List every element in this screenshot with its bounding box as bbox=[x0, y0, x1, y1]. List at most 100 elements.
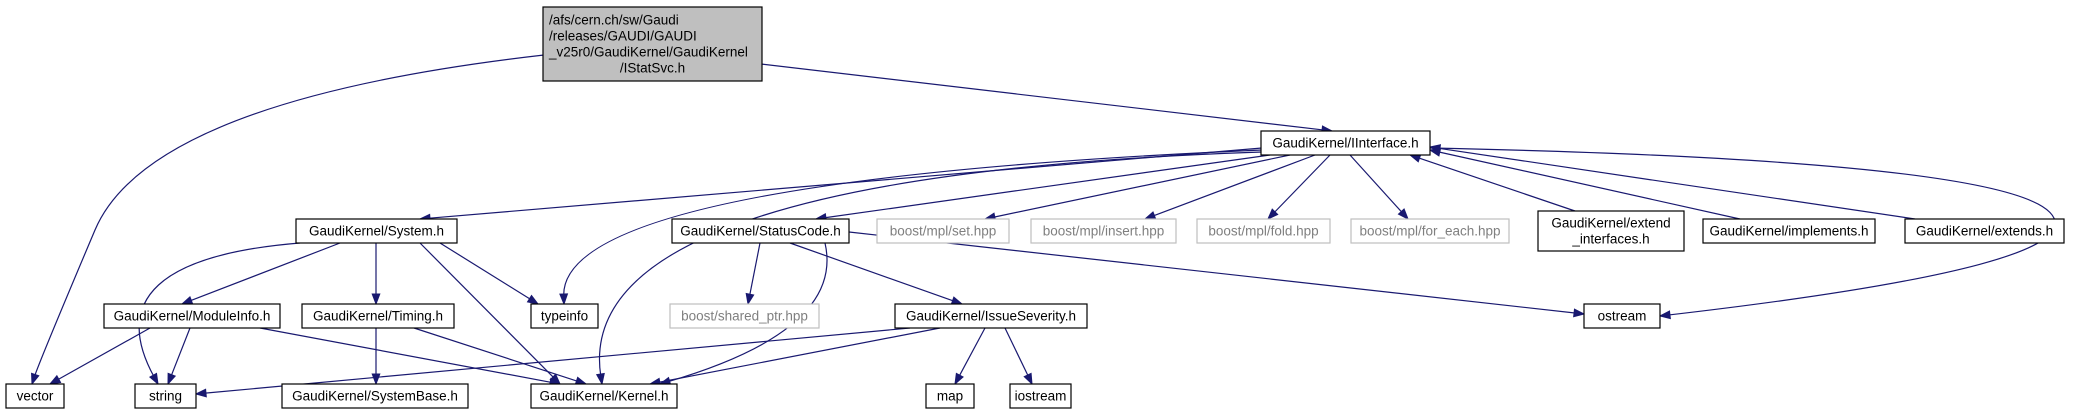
edge-system-to-typeinfo bbox=[439, 242, 540, 305]
node-extends[interactable]: GaudiKernel/extends.h bbox=[1904, 218, 2065, 244]
node-box bbox=[301, 303, 455, 329]
node-label: /releases/GAUDI/GAUDI bbox=[549, 29, 697, 44]
edge-statuscode-to-sharedptr bbox=[745, 242, 761, 306]
node-string[interactable]: string bbox=[134, 383, 197, 409]
edge-statuscode-to-ostream bbox=[848, 231, 1586, 318]
node-insert[interactable]: boost/mpl/insert.hpp bbox=[1030, 218, 1177, 244]
edge-iinterface-to-foreach bbox=[1349, 154, 1409, 221]
edge-iinterface-to-system bbox=[418, 147, 1263, 223]
edge-system-to-moduleinfo bbox=[180, 242, 341, 305]
node-foreach[interactable]: boost/mpl/for_each.hpp bbox=[1350, 218, 1510, 244]
node-vector[interactable]: vector bbox=[5, 383, 65, 409]
node-label: boost/mpl/fold.hpp bbox=[1208, 224, 1318, 239]
node-box bbox=[530, 303, 599, 329]
node-kernel[interactable]: GaudiKernel/Kernel.h bbox=[530, 383, 678, 409]
node-map[interactable]: map bbox=[925, 383, 975, 409]
edge-iinterface-to-typeinfo bbox=[559, 149, 1263, 306]
edge-issueseverity-to-iostream bbox=[1004, 327, 1033, 386]
node-box bbox=[1702, 218, 1876, 244]
edge-iinterface-to-insert bbox=[1143, 154, 1316, 220]
node-moduleinfo[interactable]: GaudiKernel/ModuleInfo.h bbox=[103, 303, 281, 329]
node-label: boost/shared_ptr.hpp bbox=[681, 309, 808, 324]
node-label: GaudiKernel/ModuleInfo.h bbox=[114, 309, 271, 324]
node-label: vector bbox=[17, 389, 54, 404]
node-statuscode[interactable]: GaudiKernel/StatusCode.h bbox=[671, 218, 850, 244]
node-box bbox=[1537, 210, 1685, 252]
node-iostream[interactable]: iostream bbox=[1009, 383, 1072, 409]
node-box bbox=[542, 6, 763, 82]
edge-root-to-iinterface bbox=[760, 63, 1334, 135]
node-box bbox=[894, 303, 1088, 329]
edge-moduleinfo-to-vector bbox=[48, 327, 151, 385]
node-box bbox=[876, 218, 1010, 244]
node-label: GaudiKernel/extends.h bbox=[1916, 224, 2053, 239]
node-box bbox=[1030, 218, 1177, 244]
edge-iinterface-to-fold bbox=[1267, 154, 1331, 221]
node-label: boost/mpl/insert.hpp bbox=[1043, 224, 1165, 239]
node-iinterface[interactable]: GaudiKernel/IInterface.h bbox=[1260, 130, 1431, 156]
node-box bbox=[1196, 218, 1331, 244]
edge-statuscode-to-issueseverity bbox=[789, 242, 964, 305]
node-box bbox=[671, 218, 850, 244]
node-label: GaudiKernel/implements.h bbox=[1709, 224, 1868, 239]
node-root[interactable]: /afs/cern.ch/sw/Gaudi/releases/GAUDI/GAU… bbox=[542, 6, 763, 82]
node-label: /IStatSvc.h bbox=[620, 61, 685, 76]
edge-moduleinfo-to-kernel bbox=[259, 327, 562, 387]
node-box bbox=[1260, 130, 1431, 156]
node-box bbox=[1904, 218, 2065, 244]
edge-iinterface-to-ostream bbox=[1429, 147, 2056, 320]
node-box bbox=[5, 383, 65, 409]
node-systembase[interactable]: GaudiKernel/SystemBase.h bbox=[281, 383, 469, 409]
node-label: typeinfo bbox=[541, 309, 588, 324]
node-box bbox=[669, 303, 820, 329]
node-ostream[interactable]: ostream bbox=[1583, 303, 1661, 329]
nodes-layer: /afs/cern.ch/sw/Gaudi/releases/GAUDI/GAU… bbox=[5, 6, 2065, 409]
node-implements[interactable]: GaudiKernel/implements.h bbox=[1702, 218, 1876, 244]
node-label: GaudiKernel/IInterface.h bbox=[1272, 136, 1418, 151]
edge-iinterface-to-kernel bbox=[595, 151, 1263, 386]
node-box bbox=[925, 383, 975, 409]
node-label: _v25r0/GaudiKernel/GaudiKernel bbox=[548, 45, 748, 60]
edge-issueseverity-to-map bbox=[954, 327, 986, 386]
node-label: boost/mpl/for_each.hpp bbox=[1359, 224, 1500, 239]
node-label: iostream bbox=[1015, 389, 1067, 404]
node-box bbox=[295, 218, 458, 244]
node-box bbox=[530, 383, 678, 409]
edge-timing-to-kernel bbox=[413, 327, 588, 386]
node-box bbox=[1583, 303, 1661, 329]
node-label: ostream bbox=[1598, 309, 1647, 324]
edge-system-to-timing bbox=[371, 243, 381, 306]
node-set[interactable]: boost/mpl/set.hpp bbox=[876, 218, 1010, 244]
node-fold[interactable]: boost/mpl/fold.hpp bbox=[1196, 218, 1331, 244]
node-box bbox=[103, 303, 281, 329]
edge-system-to-string bbox=[138, 242, 301, 386]
node-label: _interfaces.h bbox=[1571, 232, 1649, 247]
node-label: string bbox=[149, 389, 182, 404]
node-typeinfo[interactable]: typeinfo bbox=[530, 303, 599, 329]
node-box bbox=[134, 383, 197, 409]
node-label: GaudiKernel/IssueSeverity.h bbox=[906, 309, 1076, 324]
edge-implements-to-iinterface bbox=[1428, 147, 1741, 220]
node-label: GaudiKernel/System.h bbox=[309, 224, 444, 239]
node-issueseverity[interactable]: GaudiKernel/IssueSeverity.h bbox=[894, 303, 1088, 329]
node-box bbox=[281, 383, 469, 409]
node-box bbox=[1350, 218, 1510, 244]
node-extendif[interactable]: GaudiKernel/extend_interfaces.h bbox=[1537, 210, 1685, 252]
edge-issueseverity-to-kernel bbox=[648, 327, 941, 387]
edge-extendif-to-iinterface bbox=[1408, 154, 1576, 212]
node-label: /afs/cern.ch/sw/Gaudi bbox=[549, 13, 679, 28]
node-label: GaudiKernel/extend bbox=[1551, 216, 1670, 231]
edge-root-to-vector bbox=[31, 54, 545, 386]
node-sharedptr[interactable]: boost/shared_ptr.hpp bbox=[669, 303, 820, 329]
node-label: GaudiKernel/Kernel.h bbox=[539, 389, 668, 404]
node-label: GaudiKernel/Timing.h bbox=[313, 309, 443, 324]
edge-iinterface-to-set bbox=[983, 154, 1291, 222]
node-box bbox=[1009, 383, 1072, 409]
edge-timing-to-systembase bbox=[371, 328, 381, 386]
edge-issueseverity-to-string bbox=[194, 327, 911, 398]
node-system[interactable]: GaudiKernel/System.h bbox=[295, 218, 458, 244]
edge-extends-to-iinterface bbox=[1428, 144, 1916, 220]
node-label: GaudiKernel/SystemBase.h bbox=[292, 389, 458, 404]
node-timing[interactable]: GaudiKernel/Timing.h bbox=[301, 303, 455, 329]
